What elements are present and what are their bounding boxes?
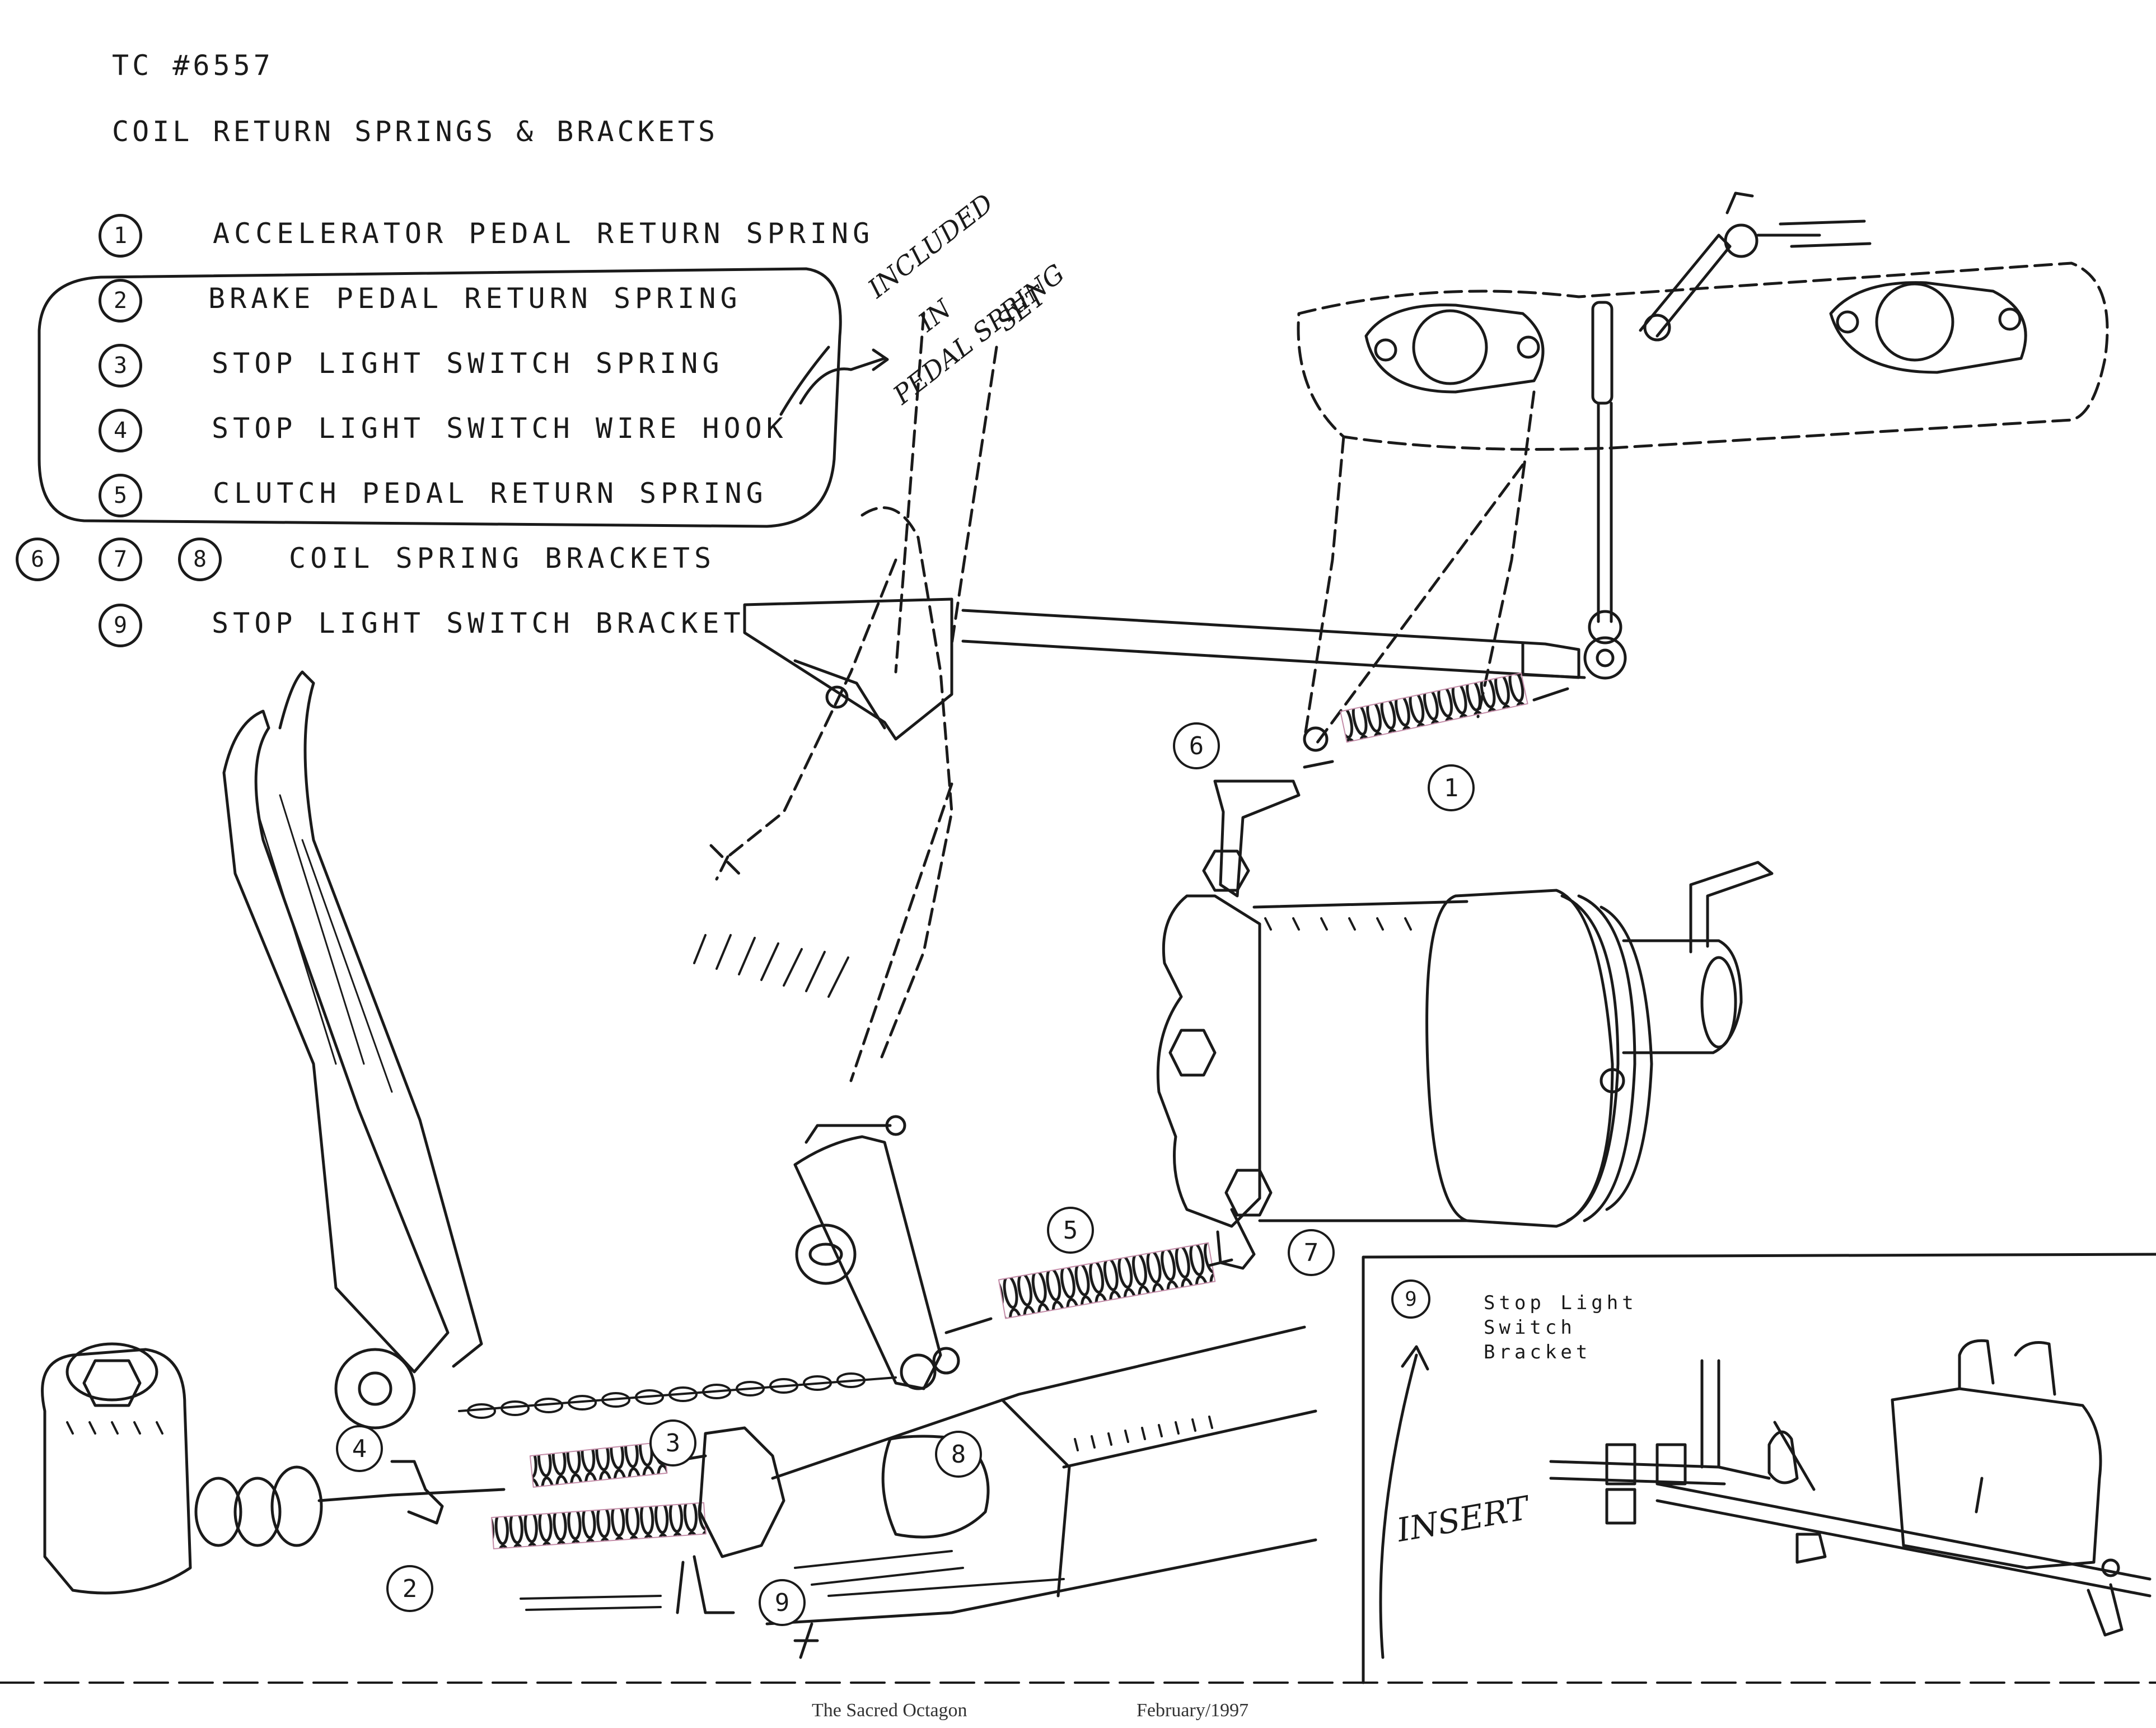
- callout-2: 2: [386, 1565, 433, 1612]
- legend-number-8: 8: [178, 538, 222, 581]
- insert-label: Stop Light Switch Bracket: [1484, 1292, 1638, 1363]
- legend-number-6: 6: [16, 538, 59, 581]
- insert-bracket-drawing: [1549, 1339, 2152, 1637]
- callout-6: 6: [1173, 722, 1220, 769]
- callout-3: 3: [649, 1419, 696, 1467]
- brake-pedal-pivot: [334, 1348, 416, 1430]
- cross-shaft-arm: [961, 609, 1580, 679]
- pedal-shaft-bracket: [743, 597, 953, 741]
- legend-label-5: CLUTCH PEDAL RETURN SPRING: [213, 477, 768, 510]
- annotation-arrow: [799, 357, 886, 405]
- legend-label-1: ACCELERATOR PEDAL RETURN SPRING: [213, 217, 874, 250]
- document-title: COIL RETURN SPRINGS & BRACKETS: [112, 115, 719, 148]
- legend-number-3: 3: [99, 344, 142, 387]
- accelerator-return-spring: [1340, 672, 1528, 743]
- legend-number-4: 4: [99, 409, 142, 452]
- insert-panel: [1362, 1253, 2156, 1684]
- pedal-chain: [458, 1376, 897, 1412]
- coil-spring-bracket-6: [1213, 779, 1301, 898]
- legend-number-1: 1: [99, 214, 142, 258]
- generator-drum: [1425, 889, 1614, 1228]
- firewall-flange-right: [1829, 281, 2027, 374]
- stop-light-switch: [698, 1426, 785, 1558]
- throttle-rod-upper: [1591, 301, 1614, 405]
- callout-9: 9: [759, 1579, 806, 1626]
- pedal-shaft-housing: [765, 1325, 1317, 1626]
- callout-1: 1: [1428, 764, 1475, 811]
- brake-return-spring: [490, 1502, 707, 1549]
- callout-4: 4: [336, 1425, 383, 1472]
- throttle-linkage-arm: [1639, 233, 1732, 338]
- coil-spring-bracket-7: [1216, 1208, 1256, 1270]
- insert-callout-9: 9: [1391, 1279, 1430, 1319]
- clutch-pedal-arm: [793, 1135, 942, 1390]
- generator-body: [1156, 894, 1261, 1228]
- clutch-return-spring: [998, 1242, 1216, 1319]
- frame-crossmember: [1000, 1398, 1317, 1598]
- legend-label-4: STOP LIGHT SWITCH WIRE HOOK: [212, 412, 788, 445]
- insert-arrow: [1379, 1353, 1418, 1659]
- stop-light-switch-wire-hook: [390, 1460, 444, 1525]
- document-code: TC #6557: [112, 49, 274, 82]
- legend-number-9: 9: [99, 604, 142, 647]
- throttle-rod: [1597, 401, 1613, 623]
- firewall-panel: [1297, 261, 2109, 451]
- legend-label-2: BRAKE PEDAL RETURN SPRING: [208, 282, 742, 315]
- brake-pedal-arm: [222, 709, 450, 1374]
- callout-7: 7: [1288, 1229, 1335, 1276]
- callout-5: 5: [1047, 1207, 1094, 1254]
- legend-number-7: 7: [99, 538, 142, 581]
- footer-date: February/1997: [1137, 1700, 1249, 1721]
- clutch-pedal-left-arm: [278, 670, 483, 1368]
- footer-publication: The Sacred Octagon: [812, 1700, 967, 1721]
- legend-label-6-7-8: COIL SPRING BRACKETS: [289, 542, 716, 575]
- legend-label-9: STOP LIGHT SWITCH BRACKET: [212, 607, 745, 639]
- legend-number-2: 2: [99, 279, 142, 323]
- legend-label-3: STOP LIGHT SWITCH SPRING: [212, 347, 724, 380]
- legend-grouping-outline: [38, 267, 842, 528]
- callout-8: 8: [935, 1431, 982, 1478]
- legend-number-5: 5: [99, 474, 142, 517]
- firewall-flange-left: [1364, 303, 1545, 394]
- stop-light-switch-spring: [529, 1441, 668, 1488]
- master-cylinder: [41, 1348, 192, 1595]
